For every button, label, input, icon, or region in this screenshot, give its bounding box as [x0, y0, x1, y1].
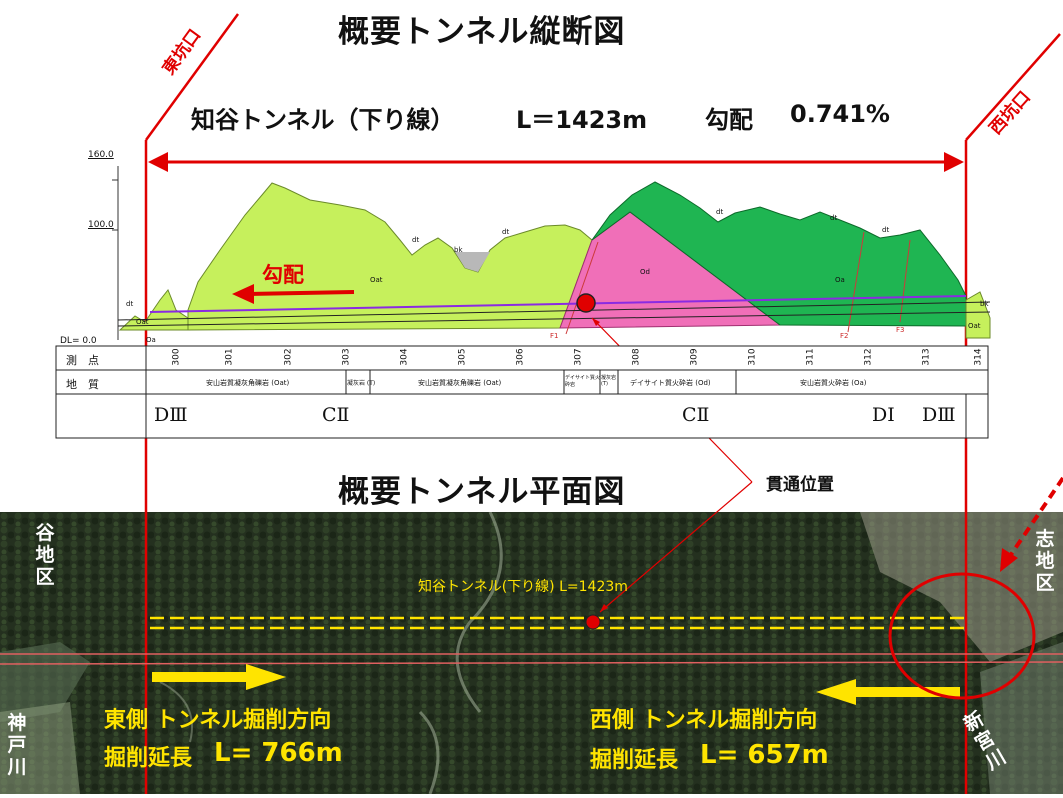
west-direction: 西側 トンネル掘削方向	[590, 708, 818, 733]
tunnel-line-purple	[149, 295, 967, 313]
station-tick: 305	[457, 348, 468, 366]
station-tick: 307	[573, 348, 584, 366]
label-dt: dt	[502, 228, 510, 236]
rock-class: CⅡ	[682, 404, 710, 426]
breakthrough-point-plan	[585, 614, 601, 630]
geology-cell: 安山岩質凝灰角礫岩 (Oat)	[418, 379, 502, 387]
label-f2: F2	[840, 332, 849, 340]
label-oa-portal: Oa	[146, 336, 156, 344]
west-portal-ellipse	[888, 572, 1036, 700]
geology-cell: 安山岩質火砕岩 (Oa)	[800, 379, 867, 387]
station-tick: 313	[921, 348, 932, 366]
datum-label: DL= 0.0	[60, 336, 97, 346]
station-tick: 314	[973, 348, 984, 366]
station-tick: 310	[747, 348, 758, 366]
breakthrough-label: 貫通位置	[766, 475, 834, 495]
label-oat: Oat	[370, 276, 383, 284]
rock-class: DⅢ	[922, 404, 956, 426]
district-left: 谷地区	[35, 522, 55, 588]
geology-cell: 凝灰岩 (T)	[601, 375, 617, 387]
district-right: 志地区	[1035, 528, 1055, 594]
station-tick: 306	[515, 348, 526, 366]
tunnel-line-black	[117, 301, 991, 321]
rock-class: DⅠ	[872, 404, 895, 426]
grade-value: 0.741%	[790, 100, 890, 128]
label-f3: F3	[896, 326, 905, 334]
label-od: Od	[640, 268, 650, 276]
dashed-pointer	[1008, 476, 1063, 558]
grade-label: 勾配	[705, 106, 753, 134]
west-arrow-head	[816, 679, 856, 705]
east-length-label: 掘削延長	[104, 746, 193, 771]
rock-class: DⅢ	[154, 404, 188, 426]
station-tick: 311	[805, 348, 816, 366]
river-left: 神戸川	[7, 712, 27, 778]
plan-title: 概要トンネル平面図	[338, 474, 626, 510]
station-tick: 304	[399, 348, 410, 366]
aerial-photo	[0, 511, 1063, 795]
geology-cell: デイサイト質火砕岩	[565, 375, 601, 388]
station-tick: 301	[224, 348, 235, 366]
label-dt: dt	[412, 236, 420, 244]
geology-row-header: 地 質	[66, 378, 99, 391]
geology-cell: 安山岩質凝灰角礫岩 (Oat)	[206, 379, 290, 387]
profile-title: 概要トンネル縦断図	[338, 14, 626, 50]
length-arrow-left-head	[148, 152, 168, 172]
west-length-label: 掘削延長	[590, 748, 679, 773]
station-tick: 302	[283, 348, 294, 366]
rock-class: CⅡ	[322, 404, 350, 426]
grade-arrow-head	[232, 284, 254, 304]
pointer-line-plan	[599, 481, 753, 613]
label-oat-east: Oat	[136, 318, 149, 326]
station-tick: 309	[689, 348, 700, 366]
length-arrow-right-head	[944, 152, 964, 172]
station-tick: 312	[863, 348, 874, 366]
label-bk: bk	[454, 246, 463, 254]
east-direction: 東側 トンネル掘削方向	[104, 708, 332, 733]
breakthrough-point-profile	[576, 293, 596, 313]
west-length-value: L= 657m	[700, 740, 829, 770]
label-dt: dt	[830, 214, 838, 222]
y-tick-160: 160.0	[88, 150, 114, 160]
label-dt: dt	[716, 208, 724, 216]
label-f1: F1	[550, 332, 559, 340]
tunnel-length: L＝1423m	[516, 106, 648, 134]
west-portal-line	[965, 33, 1061, 141]
y-tick-100: 100.0	[88, 220, 114, 230]
station-tick: 300	[171, 348, 182, 366]
station-row-header: 測 点	[66, 354, 99, 367]
east-arrow-head	[246, 664, 286, 690]
rock-class-table	[55, 393, 989, 439]
label-oa: Oa	[835, 276, 845, 284]
label-bk-west: bk	[980, 300, 989, 308]
label-oat-west: Oat	[968, 322, 981, 330]
east-length-value: L= 766m	[214, 738, 343, 768]
label-dt: dt	[882, 226, 890, 234]
geology-cell: デイサイト質火砕岩 (Od)	[630, 379, 711, 387]
station-tick: 308	[631, 348, 642, 366]
geology-cell: 凝灰岩 (T)	[347, 380, 376, 387]
plan-tunnel-label: 知谷トンネル(下り線) L=1423m	[418, 579, 628, 595]
label-dt: dt	[126, 300, 134, 308]
grade-arrow-label: 勾配	[262, 263, 304, 287]
station-tick: 303	[341, 348, 352, 366]
tunnel-name: 知谷トンネル（下り線）	[191, 106, 455, 134]
grade-arrow-shaft	[249, 290, 355, 296]
east-portal-line	[144, 13, 240, 141]
